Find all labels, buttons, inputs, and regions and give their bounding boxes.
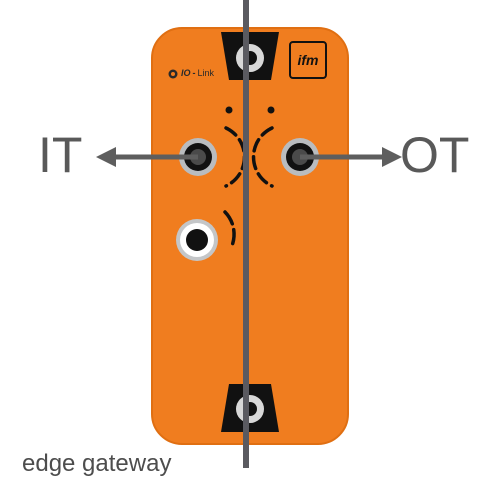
- ot-label: OT: [400, 127, 470, 183]
- ifm-logo: ifm: [289, 41, 327, 79]
- it-ot-divider-line: [243, 0, 249, 468]
- device-caption: edge gateway: [22, 450, 172, 477]
- it-label: IT: [38, 127, 83, 183]
- arrow-left-icon: [96, 147, 198, 167]
- arrow-right-icon: [300, 147, 402, 167]
- ifm-logo-text: ifm: [298, 52, 319, 68]
- power-connector-port-icon: [176, 210, 236, 261]
- top-mounting-hole-icon: [221, 32, 279, 80]
- led-indicator-icon: [267, 106, 275, 114]
- link-icon: [168, 69, 178, 79]
- led-indicator-icon: [225, 106, 233, 114]
- io-link-name: Link: [197, 68, 215, 78]
- bottom-mounting-hole-icon: [221, 384, 279, 432]
- io-link-badge: IO-Link: [181, 68, 215, 78]
- device-housing: [151, 27, 349, 445]
- io-link-logo-prefix: IO: [181, 68, 191, 78]
